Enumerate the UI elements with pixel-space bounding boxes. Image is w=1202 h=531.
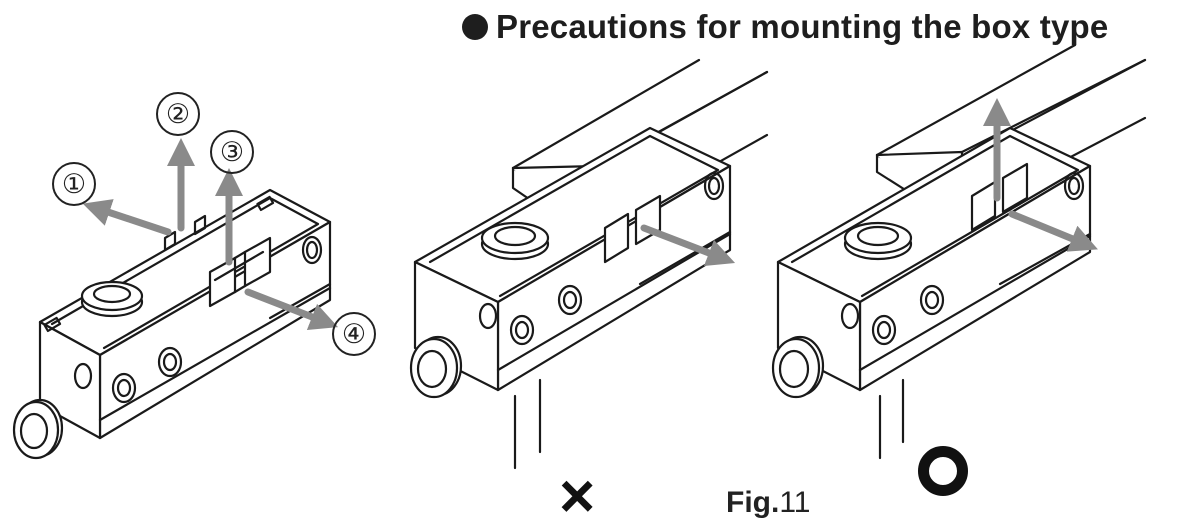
step-label-2: ② <box>156 92 200 136</box>
step-label-4: ④ <box>332 312 376 356</box>
arrows-right <box>983 98 1098 252</box>
step-label-1: ① <box>52 162 96 206</box>
diagram-title: Precautions for mounting the box type <box>462 8 1108 46</box>
circle-mark-icon <box>918 446 968 496</box>
figure-caption: Fig.11 <box>726 486 810 520</box>
figure-number: 11 <box>779 486 811 519</box>
sensor-right-correct <box>771 43 1147 460</box>
title-text: Precautions for mounting the box type <box>496 8 1109 45</box>
direction-arrows-left <box>82 138 339 330</box>
step-label-3: ③ <box>210 130 254 174</box>
figure-label: Fig. <box>726 486 780 519</box>
filled-circle-bullet-icon <box>462 14 488 40</box>
cross-mark-icon: × <box>559 462 596 531</box>
sensor-middle-incorrect <box>409 58 769 470</box>
arrow-middle <box>640 224 736 267</box>
sensor-left <box>12 188 332 460</box>
